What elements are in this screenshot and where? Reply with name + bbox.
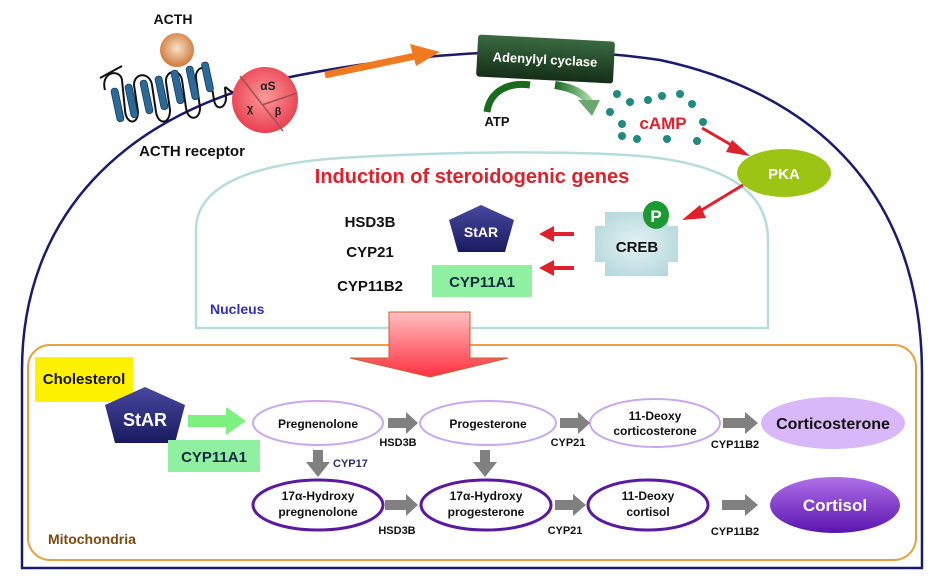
- star-protein-mito: [105, 387, 185, 443]
- node-text: Pregnenolone: [278, 417, 358, 431]
- creb-factor: CREB P: [595, 201, 678, 276]
- g-subunit-alpha-s: αS: [260, 79, 275, 93]
- node-text: corticosterone: [613, 424, 697, 438]
- atp-conversion-arc: [483, 80, 531, 113]
- mitochondria-label: Mitochondria: [48, 531, 136, 547]
- pka-to-creb-arrow: [694, 183, 744, 216]
- cholesterol-to-pregnenolone-arrow: [188, 407, 246, 435]
- atp-label: ATP: [484, 114, 509, 129]
- atp-arrowhead: [578, 100, 600, 116]
- nucleus-label: Nucleus: [210, 301, 265, 317]
- gene-hsd3b: HSD3B: [345, 214, 396, 231]
- acth-receptor: [99, 61, 239, 123]
- pathway-node-11-deoxycortisol: 11-Deoxy cortisol: [586, 478, 710, 532]
- acth-receptor-label: ACTH receptor: [139, 143, 245, 160]
- node-text: Corticosterone: [776, 416, 890, 433]
- camp-molecules: [606, 90, 707, 145]
- arrow-progesterone-to-deoxycorticosterone: [560, 412, 590, 434]
- arrow-17oh-prog-to-deoxycortisol: [555, 494, 586, 516]
- g-subunit-gamma: χ: [247, 103, 254, 115]
- camp-label: cAMP: [639, 114, 686, 133]
- pka-label: PKA: [768, 166, 800, 183]
- mitochondria-compartment: [27, 344, 917, 561]
- cholesterol-box: [35, 357, 133, 402]
- nucleus-heading: Induction of steroidogenic genes: [315, 166, 629, 188]
- phosphate-label: P: [650, 207, 661, 226]
- acth-ligand: [160, 33, 194, 67]
- phosphate-group: [643, 201, 669, 229]
- enzyme-label-row1-2: CYP11B2: [711, 439, 759, 451]
- node-text: 17α-Hydroxy: [450, 489, 523, 503]
- node-text: pregnenolone: [278, 505, 358, 519]
- node-text: progesterone: [448, 505, 525, 519]
- node-text: cortisol: [626, 505, 669, 519]
- g-subunit-beta: β: [275, 106, 282, 118]
- arrow-17oh-preg-to-17oh-prog: [385, 494, 418, 516]
- enzyme-label-row1-1: CYP21: [551, 437, 586, 449]
- pathway-node-17oh-pregnenolone: 17α-Hydroxy pregnenolone: [251, 478, 385, 532]
- cholesterol-label: Cholesterol: [43, 371, 126, 388]
- star-nucleus-label: StAR: [464, 224, 498, 240]
- pathway-node-pregnenolone: Pregnenolone: [252, 400, 384, 446]
- creb-induction-arrows: [539, 226, 574, 276]
- node-text: Cortisol: [803, 496, 867, 515]
- node-text: 11-Deoxy: [629, 409, 682, 423]
- cyp11a1-nucleus-box: [432, 265, 532, 297]
- arrow-deoxycorticosterone-to-corticosterone: [723, 412, 758, 434]
- pathway-node-17oh-progesterone: 17α-Hydroxy progesterone: [419, 478, 553, 532]
- pka-enzyme: [737, 149, 831, 197]
- arrow-progesterone-to-17oh: [473, 450, 497, 477]
- translocation-arrow: [349, 311, 509, 378]
- star-protein-nucleus: [449, 205, 514, 252]
- arrow-deoxycortisol-to-cortisol: [722, 494, 758, 516]
- gene-cyp21: CYP21: [346, 244, 394, 261]
- adenylyl-cyclase: Adenylyl cyclase: [476, 34, 615, 84]
- cyp11a1-mito-label: CYP11A1: [181, 449, 247, 466]
- adenylyl-cyclase-label: Adenylyl cyclase: [492, 49, 597, 69]
- enzyme-label-cyp17: CYP17: [333, 458, 368, 470]
- pathway-arrows: [306, 412, 758, 516]
- star-mito-label: StAR: [123, 410, 167, 430]
- pathway-node-11-deoxycorticosterone: 11-Deoxy corticosterone: [589, 398, 721, 448]
- g-protein: αS β χ: [232, 67, 298, 133]
- node-text: 17α-Hydroxy: [282, 489, 355, 503]
- pathway-node-cortisol: Cortisol: [770, 477, 900, 533]
- enzyme-label-row1-0: HSD3B: [379, 437, 416, 449]
- activation-arrow-orange: [324, 44, 440, 79]
- cyp11a1-mito-box: [168, 440, 260, 472]
- arrow-pregnenolone-to-17oh: [306, 450, 330, 477]
- enzyme-label-row2-1: CYP21: [548, 525, 583, 537]
- enzyme-label-row2-2: CYP11B2: [711, 526, 759, 538]
- gene-cyp11b2: CYP11B2: [337, 278, 403, 295]
- enzyme-label-row2-0: HSD3B: [378, 525, 415, 537]
- pathway-node-corticosterone: Corticosterone: [761, 397, 905, 449]
- arrow-pregnenolone-to-progesterone: [388, 412, 418, 434]
- creb-label: CREB: [616, 239, 659, 256]
- pathway-node-progesterone: Progesterone: [419, 400, 557, 446]
- node-text: Progesterone: [449, 417, 527, 431]
- cyp11a1-nucleus-label: CYP11A1: [449, 274, 515, 291]
- acth-label: ACTH: [154, 11, 193, 27]
- nucleus-envelope: [194, 151, 770, 330]
- node-text: 11-Deoxy: [622, 489, 675, 503]
